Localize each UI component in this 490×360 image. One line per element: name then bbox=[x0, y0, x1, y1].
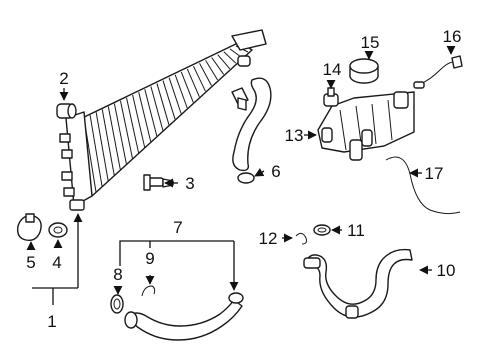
radiator-fin-line bbox=[126, 97, 140, 153]
radiator-fins bbox=[83, 45, 249, 193]
bypass-hose bbox=[385, 156, 461, 215]
radiator-fin-line bbox=[89, 115, 103, 187]
radiator-fin-line bbox=[192, 65, 206, 92]
upper-hose bbox=[232, 77, 272, 184]
radiator-fin-line bbox=[101, 109, 115, 176]
o-ring bbox=[110, 294, 124, 314]
radiator-fin-line bbox=[168, 77, 182, 114]
radiator-fin-line bbox=[113, 103, 127, 165]
callout-3: 3 bbox=[185, 174, 194, 193]
callout-labels: 1 2 3 4 5 6 7 8 9 10 11 12 13 14 15 16 1… bbox=[26, 27, 461, 331]
radiator-fin-line bbox=[162, 80, 176, 120]
radiator-fin-line bbox=[107, 106, 121, 170]
callout-8: 8 bbox=[113, 265, 122, 284]
radiator-fin-line bbox=[132, 94, 146, 148]
reservoir-cap bbox=[349, 58, 379, 84]
callout-12: 12 bbox=[259, 229, 278, 248]
radiator-fin-line bbox=[199, 63, 212, 86]
callout-17: 17 bbox=[425, 164, 444, 183]
spring-clip bbox=[141, 285, 156, 297]
radiator-fin-line bbox=[156, 83, 170, 125]
radiator-fin-line bbox=[223, 51, 237, 64]
callout-1: 1 bbox=[47, 312, 56, 331]
radiator-bushing bbox=[56, 103, 77, 119]
radiator-fin-line bbox=[217, 54, 231, 70]
callout-2: 2 bbox=[59, 69, 68, 88]
callout-6: 6 bbox=[271, 162, 280, 181]
coolant-reservoir bbox=[317, 91, 415, 161]
drain-plug bbox=[48, 222, 68, 238]
callout-4: 4 bbox=[52, 253, 61, 272]
radiator-fin-line bbox=[186, 68, 200, 97]
callout-11: 11 bbox=[347, 221, 365, 240]
callout-14: 14 bbox=[323, 60, 342, 79]
callout-5: 5 bbox=[26, 253, 35, 272]
radiator-fin-line bbox=[180, 71, 194, 103]
radiator-fin-line bbox=[95, 112, 109, 181]
callout-13: 13 bbox=[285, 126, 304, 145]
callout-15: 15 bbox=[361, 33, 380, 52]
hose-clip bbox=[295, 232, 307, 245]
lower-hose bbox=[303, 248, 413, 319]
o-ring-seal bbox=[313, 224, 331, 236]
radiator-fin-line bbox=[150, 86, 164, 131]
radiator-fin-line bbox=[174, 74, 188, 109]
radiator-fin-line bbox=[144, 89, 158, 137]
radiator-fin-line bbox=[119, 100, 133, 159]
radiator-lower-hose bbox=[124, 292, 244, 341]
callout-7: 7 bbox=[173, 218, 182, 237]
callout-9: 9 bbox=[145, 249, 154, 268]
callout-10: 10 bbox=[437, 261, 456, 280]
radiator-fin-line bbox=[138, 91, 152, 142]
drain-valve bbox=[16, 213, 42, 242]
radiator-fin-line bbox=[211, 57, 225, 75]
radiator bbox=[59, 29, 267, 211]
callout-16: 16 bbox=[443, 27, 462, 46]
level-sensor bbox=[323, 87, 339, 107]
leader-lines bbox=[26, 45, 456, 305]
overflow-hose bbox=[413, 55, 463, 89]
radiator-fin-line bbox=[205, 60, 219, 81]
